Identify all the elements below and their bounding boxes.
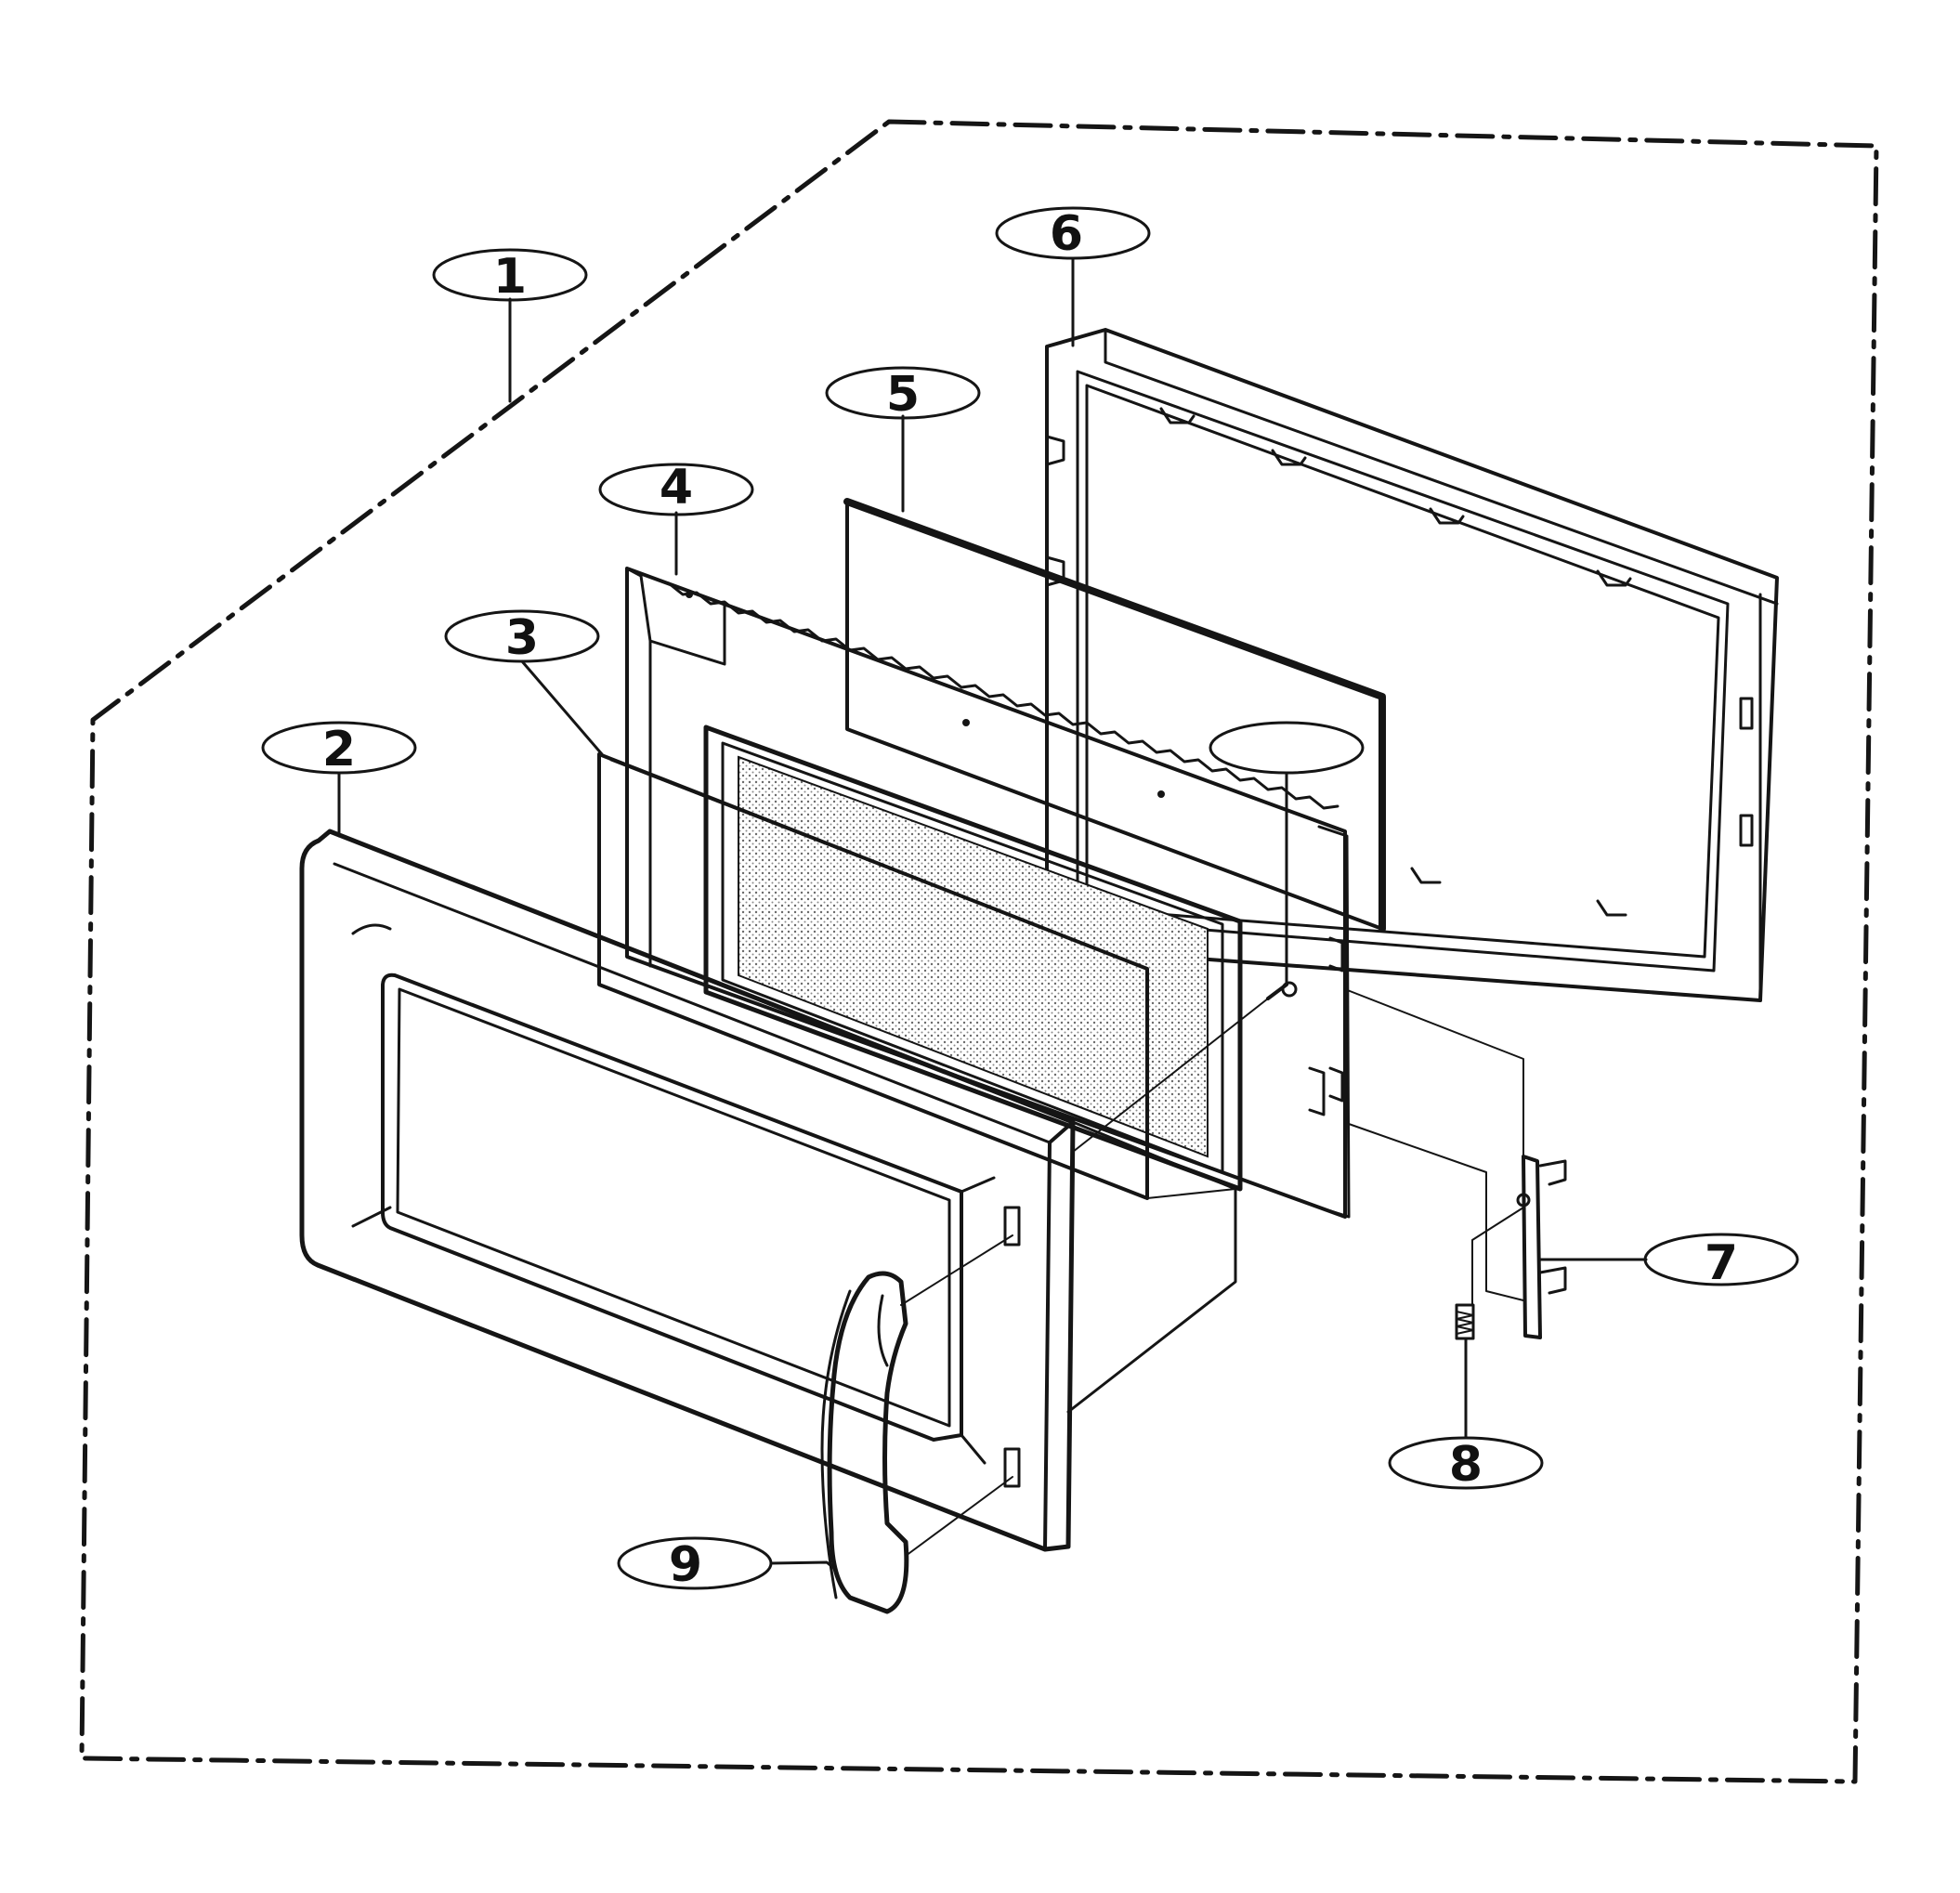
callout-7: 7 [1643, 1233, 1799, 1291]
callout-5-label: 5 [886, 367, 920, 423]
part-6-rear-frame [1045, 328, 1779, 1002]
callout-3: 3 [444, 609, 600, 666]
assembly-lines [900, 988, 1524, 1557]
callout-9: 9 [617, 1536, 773, 1593]
assembly-boundary [79, 119, 1879, 1784]
callout-5: 5 [825, 366, 981, 423]
callout-4: 4 [598, 460, 754, 516]
callout-1: 1 [432, 248, 588, 305]
callout-2-label: 2 [322, 722, 356, 777]
callout-6: 6 [995, 206, 1151, 262]
callout-3-label: 3 [505, 610, 539, 666]
part-9-handle [820, 1271, 909, 1614]
callout-8-label: 8 [1449, 1437, 1483, 1493]
mesh-screen [738, 755, 1209, 1158]
part-8-spring [1455, 1303, 1475, 1340]
callout-1-label: 1 [493, 249, 527, 305]
part-2-door-front [299, 829, 1237, 1552]
part-7-latch-lever [1516, 1155, 1567, 1339]
screw [1266, 981, 1298, 1000]
part-5-cover-sheet [843, 498, 1386, 933]
callout-9-label: 9 [669, 1537, 702, 1593]
part-4-door-chassis [625, 567, 1351, 1219]
leader-lines [337, 256, 1648, 1572]
callout-7-label: 7 [1705, 1235, 1738, 1291]
callout-2: 2 [261, 721, 417, 777]
callout-4-label: 4 [660, 460, 693, 516]
callout-8: 8 [1388, 1436, 1544, 1493]
callout-6-label: 6 [1050, 206, 1083, 262]
callout-blank [1209, 721, 1365, 775]
